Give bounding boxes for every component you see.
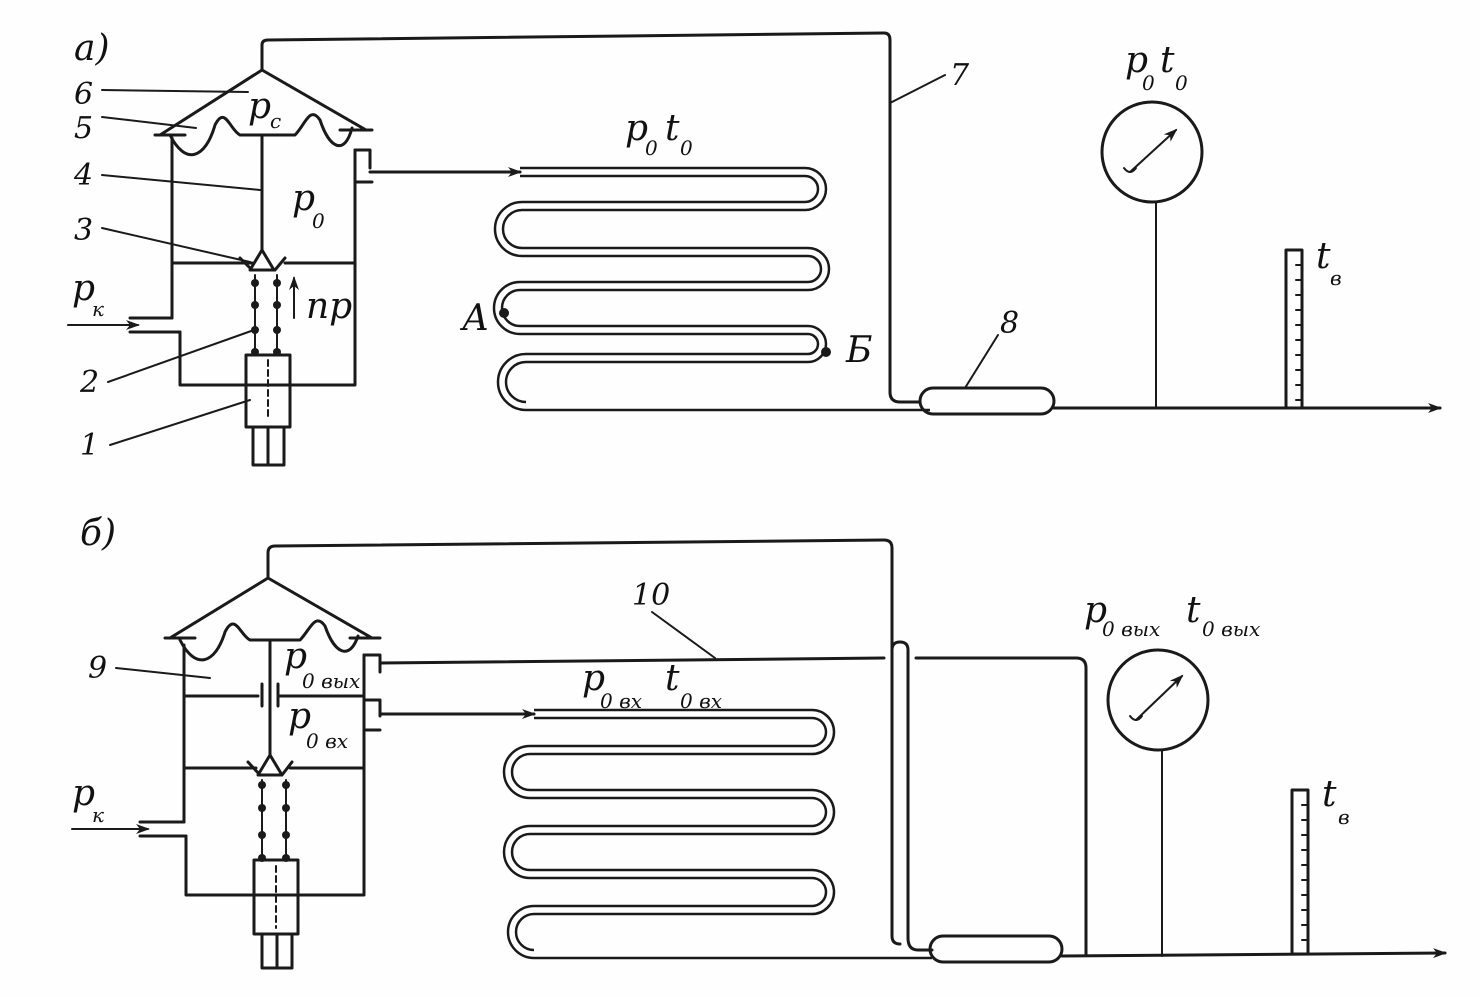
capillary-tube-b-down — [890, 648, 902, 946]
gauge-b — [1106, 648, 1210, 752]
bulb-a — [918, 386, 1056, 416]
callout-1: 1 — [80, 428, 99, 463]
gauge-b-t-sub: 0 вых — [1202, 617, 1260, 641]
p-0-main: p — [292, 178, 315, 219]
coil-b-t: t — [665, 658, 680, 699]
pk-b-sub: к — [92, 803, 104, 827]
thermo-b-main: t — [1322, 774, 1337, 815]
gauge-a-t: t — [1160, 40, 1175, 81]
thermometer-b — [1290, 788, 1310, 956]
callout-10: 10 — [632, 578, 670, 613]
valve-b-diaphragm — [178, 619, 360, 662]
p-in-sub: 0 вх — [306, 729, 348, 753]
callout-4: 4 — [73, 158, 93, 193]
gauge-b-t: t — [1186, 590, 1201, 631]
thermo-b-sub: в — [1338, 805, 1350, 829]
valve-b-needle — [246, 753, 294, 777]
callout-8: 8 — [1000, 306, 1019, 341]
gauge-a-needle — [1129, 128, 1178, 173]
valve-a-diaphragm — [168, 113, 354, 157]
valve-a-spring — [254, 274, 278, 356]
callouts-a: 1 2 3 4 5 6 7 8 — [73, 58, 1019, 463]
valve-a-outlet — [353, 148, 374, 184]
point-a-label: А — [459, 298, 489, 339]
equalizer-line — [378, 656, 1088, 957]
callout-7: 7 — [950, 58, 970, 93]
gauge-a-p-sub: 0 — [1142, 71, 1155, 95]
valve-b-screw-shaft — [260, 932, 294, 970]
callout-6: 6 — [74, 77, 93, 112]
outlet-line-b — [1060, 948, 1447, 959]
p-out-sub: 0 вых — [302, 669, 360, 693]
panel-a: а) — [67, 28, 1442, 467]
p-out-main: p — [284, 636, 307, 677]
point-a-dot — [499, 308, 509, 318]
callout-2: 2 — [79, 365, 99, 400]
thermo-a-main: t — [1316, 236, 1331, 277]
pr-label: пр — [306, 286, 352, 327]
p-c-sub: c — [270, 109, 281, 133]
valve-b-seal — [260, 682, 280, 708]
point-b-label: Б — [845, 330, 872, 371]
gauge-a-p: p — [1125, 40, 1148, 81]
valve-a-screw-shaft — [251, 425, 286, 467]
thermometer-a-scale — [1295, 264, 1303, 401]
callout-3: 3 — [74, 213, 93, 248]
thermometer-b-scale — [1301, 804, 1309, 941]
valve-b-dome — [168, 576, 374, 640]
panel-a-letter: а) — [74, 28, 110, 69]
evaporator-coil-a-inner — [492, 174, 930, 412]
callout-9: 9 — [88, 651, 107, 686]
pk-a-sub: к — [92, 297, 104, 321]
evaporator-coil-b-outer — [510, 708, 836, 952]
coil-a-t-sub: 0 — [680, 136, 693, 160]
valve-b-outlets — [362, 653, 382, 732]
thermometer-a — [1284, 248, 1304, 410]
evaporator-coil-a-outer — [500, 166, 831, 404]
callout-5: 5 — [74, 111, 93, 146]
p-c-main: p — [248, 86, 271, 127]
gauge-a — [1100, 100, 1204, 204]
coil-a-p-sub: 0 — [645, 136, 658, 160]
gauge-b-p: p — [1084, 590, 1107, 631]
gauge-a-t-sub: 0 — [1175, 71, 1188, 95]
gauge-b-needle — [1135, 674, 1184, 721]
panel-b: б) p 0 вых p — [71, 513, 1447, 970]
coil-a-t: t — [665, 108, 680, 149]
capillary-tube-b — [266, 538, 934, 952]
valve-b — [71, 576, 382, 970]
coil-b-t-sub: 0 вх — [680, 689, 722, 713]
point-b-dot — [821, 347, 831, 357]
valve-b-spring — [261, 779, 287, 861]
coil-b-p: p — [582, 658, 605, 699]
gauge-a-pivot — [1123, 167, 1137, 173]
coil-a-p: p — [625, 108, 648, 149]
pk-b-main: p — [72, 773, 95, 814]
p-in-main: p — [288, 696, 311, 737]
p-0-sub: 0 — [312, 209, 325, 233]
capillary-tube-a — [260, 31, 922, 404]
gauge-b-pivot — [1129, 715, 1143, 721]
callouts-b: 9 10 — [88, 578, 716, 686]
bulb-b — [928, 934, 1064, 964]
thermo-a-sub: в — [1330, 266, 1342, 290]
panel-b-letter: б) — [80, 513, 116, 554]
valve-a-needle — [238, 248, 287, 272]
coil-b-p-sub: 0 вх — [600, 689, 642, 713]
gauge-b-p-sub: 0 вых — [1102, 617, 1160, 641]
valve-b-inlet — [138, 820, 188, 838]
pk-a-main: p — [72, 268, 95, 309]
valve-a-inlet — [128, 316, 182, 334]
evaporator-coil-b-inner — [502, 716, 932, 960]
valve-a — [67, 68, 374, 467]
